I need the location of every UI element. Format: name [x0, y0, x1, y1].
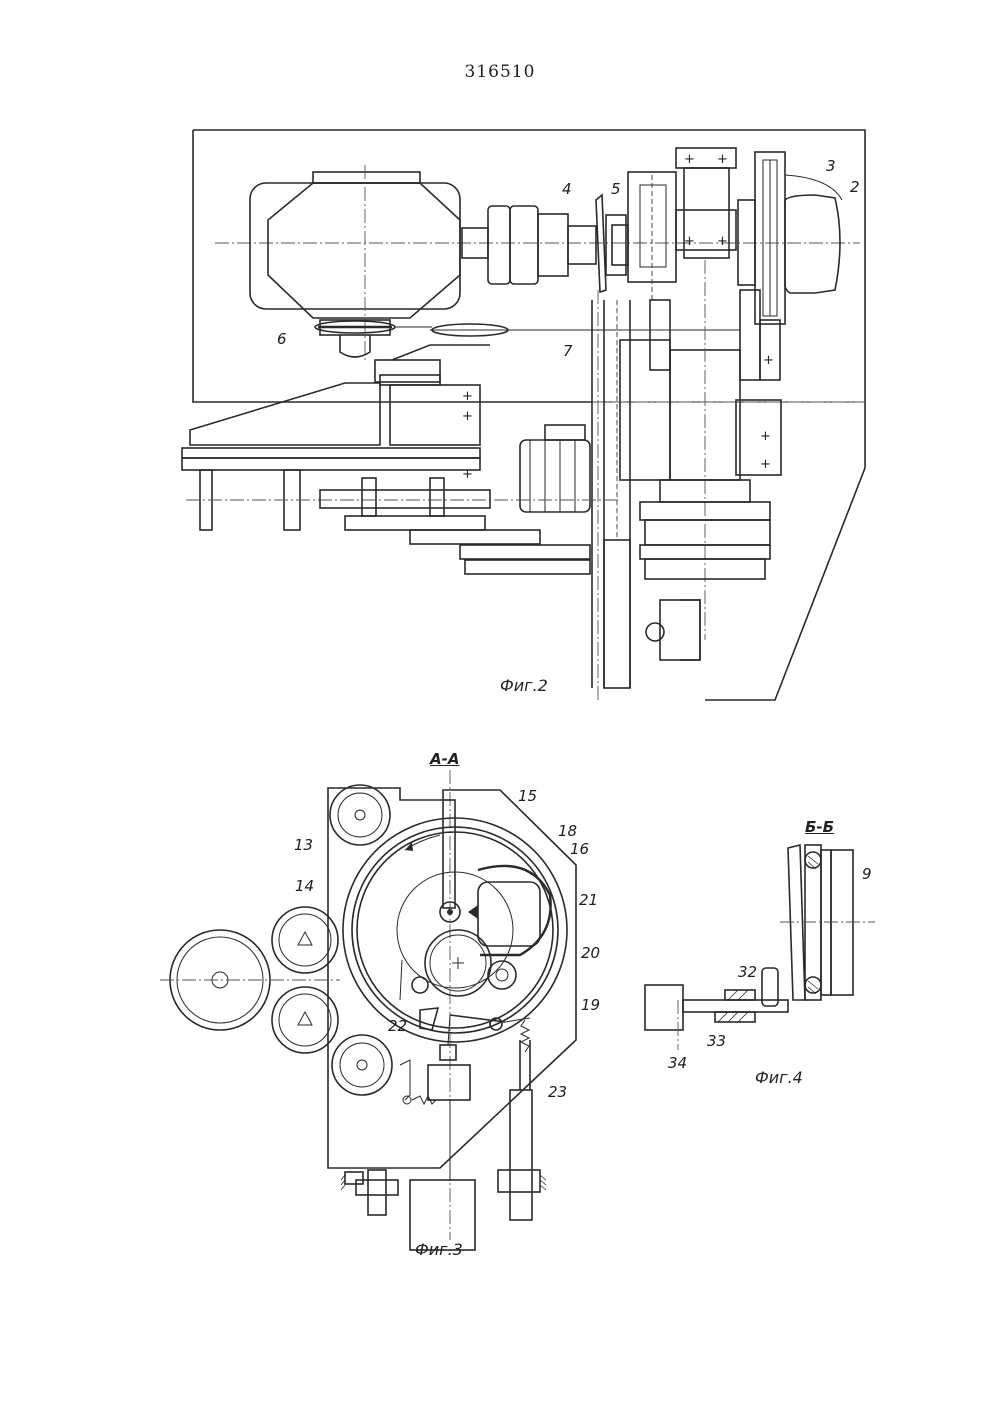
fig4-label-33: 33	[707, 1032, 726, 1050]
fig4-label-32: 32	[738, 963, 757, 981]
fig4-caption: Фиг.4	[755, 1068, 803, 1087]
fig4-section-title: Б-Б	[805, 818, 834, 836]
fig4-label-9: 9	[862, 865, 872, 883]
fig4-label-34: 34	[668, 1054, 687, 1072]
